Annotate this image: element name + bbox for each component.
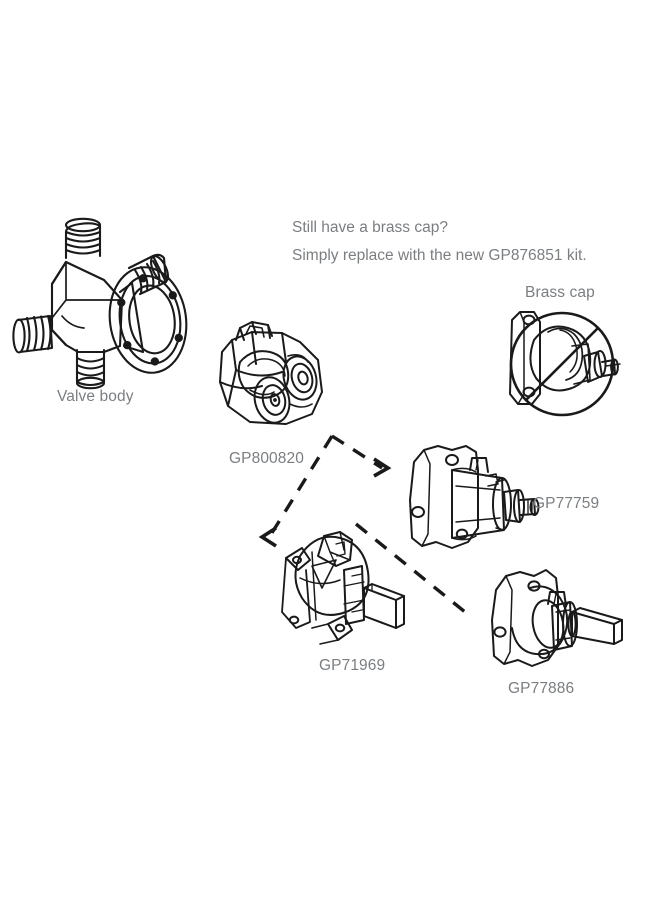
- arrowhead-left: [258, 526, 277, 548]
- label-gp71969: GP71969: [319, 657, 386, 674]
- label-valve-body: Valve body: [57, 388, 134, 405]
- valve-body-drawing: [12, 217, 188, 390]
- gp77886-drawing: [491, 569, 623, 667]
- gp71969-drawing: [281, 531, 405, 645]
- brass-cap-drawing: [509, 311, 621, 417]
- arrowhead-right: [373, 457, 392, 478]
- label-gp77886: GP77886: [508, 680, 575, 697]
- flow-arrows: [268, 434, 472, 618]
- label-brass-cap: Brass cap: [525, 284, 595, 301]
- arrowheads: [258, 457, 392, 548]
- gp800820-drawing: [219, 321, 323, 425]
- headline-line-2: Simply replace with the new GP876851 kit…: [292, 247, 587, 264]
- headline-line-1: Still have a brass cap?: [292, 219, 448, 236]
- label-gp800820: GP800820: [229, 450, 304, 467]
- label-gp77759: GP77759: [533, 495, 600, 512]
- gp77759-drawing: [409, 445, 540, 549]
